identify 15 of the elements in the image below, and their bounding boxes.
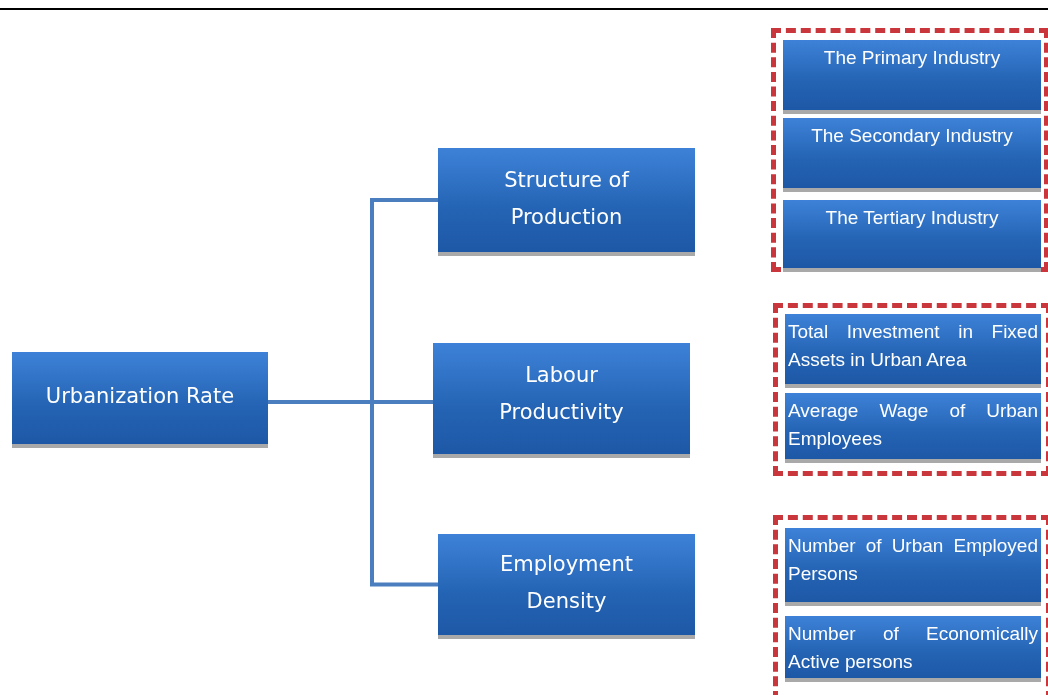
dashed-group-box [771,28,1048,272]
box-label: The Primary Industry [822,46,1002,70]
box-label: The Secondary Industry [810,124,1014,148]
box-label: Number of Economically Active persons [788,622,1038,674]
connector-line [268,400,438,587]
box-label: Structure of Production [503,167,631,231]
box-label: Total Investment in Fixed Assets in Urban Area [788,320,1038,372]
dashed-group-box [773,303,1048,476]
dashed-group-box [773,515,1048,695]
box-label: Labour Productivity [498,362,625,426]
box-label: Number of Urban Employed Persons [788,534,1038,586]
box-label: Employment Density [498,551,635,615]
box-label: The Tertiary Industry [824,206,1000,230]
box-label: Urbanization Rate [44,383,236,410]
box-label: Average Wage of Urban Employees [788,399,1038,451]
